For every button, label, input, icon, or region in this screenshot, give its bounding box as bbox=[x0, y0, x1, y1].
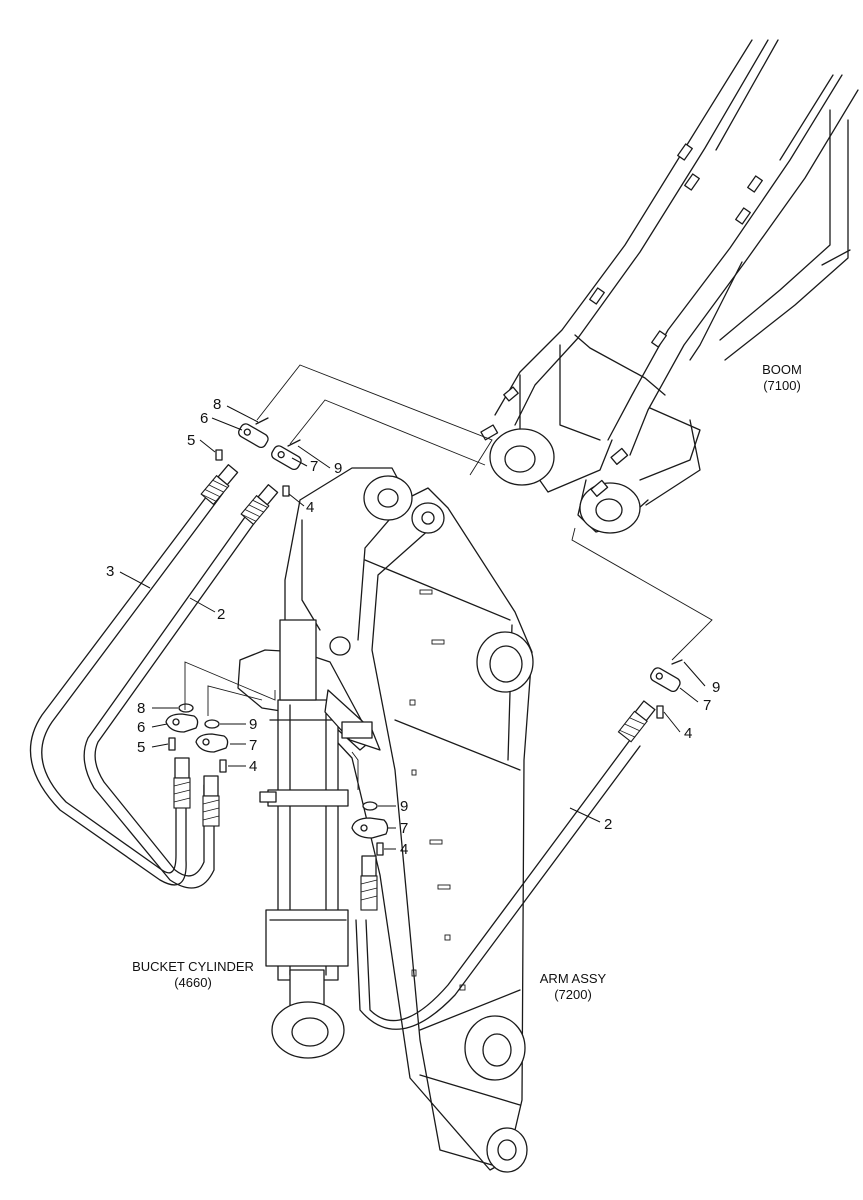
flange-clamp-7 bbox=[271, 445, 302, 471]
callout-9: 9 bbox=[712, 679, 720, 696]
fitting-arm-center bbox=[360, 855, 378, 911]
callout-6: 6 bbox=[200, 410, 208, 427]
oring-8 bbox=[255, 417, 269, 425]
callout-8: 8 bbox=[137, 700, 145, 717]
callouts-top-left: 8 6 5 7 9 4 bbox=[187, 396, 342, 516]
boom-pin-right bbox=[579, 482, 641, 534]
hose-2-right bbox=[355, 739, 641, 1030]
fitting-mid-a bbox=[173, 757, 191, 809]
boom-structure bbox=[480, 39, 859, 534]
oring-9 bbox=[362, 801, 378, 811]
callout-6: 6 bbox=[137, 719, 145, 736]
callout-4: 4 bbox=[249, 758, 257, 775]
callout-4: 4 bbox=[684, 725, 692, 742]
callout-7: 7 bbox=[400, 820, 408, 837]
fitting-right bbox=[617, 700, 656, 743]
mid-left-fittings bbox=[165, 703, 229, 773]
flange-clamp-7 bbox=[650, 667, 681, 693]
arm-top-boss bbox=[363, 475, 445, 534]
callout-5: 5 bbox=[187, 432, 195, 449]
callouts-mid-left: 8 6 5 9 7 4 bbox=[137, 700, 257, 775]
bucket-cylinder-name: BUCKET CYLINDER bbox=[132, 959, 254, 974]
callout-9: 9 bbox=[400, 798, 408, 815]
routing-lines bbox=[184, 364, 713, 790]
bolt-4 bbox=[219, 759, 227, 773]
label-arm-assy: ARM ASSY (7200) bbox=[540, 971, 607, 1002]
callout-9: 9 bbox=[334, 460, 342, 477]
oring-9 bbox=[204, 719, 220, 729]
callout-2-left: 2 bbox=[217, 606, 225, 623]
hose-2-left bbox=[83, 509, 261, 889]
fitting-top-a bbox=[200, 464, 239, 506]
boom-name: BOOM bbox=[762, 362, 802, 377]
arm-end-boss bbox=[464, 1015, 528, 1173]
callout-3: 3 bbox=[106, 563, 114, 580]
bolt-5 bbox=[168, 737, 176, 751]
arm-name: ARM ASSY bbox=[540, 971, 607, 986]
callout-2-right: 2 bbox=[604, 816, 612, 833]
flange-clamp-6 bbox=[165, 713, 199, 733]
fitting-mid-b bbox=[202, 775, 220, 827]
callout-4: 4 bbox=[306, 499, 314, 516]
callouts-hoses: 3 2 2 bbox=[106, 563, 612, 833]
flange-clamp-7 bbox=[195, 733, 229, 753]
oring-9 bbox=[671, 659, 683, 665]
flange-clamp-7 bbox=[351, 817, 389, 839]
flange-clamp-6 bbox=[238, 423, 269, 449]
bolt-4 bbox=[376, 842, 384, 856]
boom-code: (7100) bbox=[763, 378, 801, 393]
callout-7: 7 bbox=[703, 697, 711, 714]
oring-8 bbox=[178, 703, 194, 713]
arm-center-fittings bbox=[351, 801, 389, 856]
bolt-4 bbox=[282, 485, 290, 497]
label-boom: BOOM (7100) bbox=[762, 362, 802, 393]
hose-3 bbox=[29, 487, 224, 886]
arm-pin-boss bbox=[476, 631, 534, 693]
callout-7: 7 bbox=[249, 737, 257, 754]
callout-5: 5 bbox=[137, 739, 145, 756]
callout-7: 7 bbox=[310, 458, 318, 475]
boom-pin-left bbox=[489, 428, 555, 486]
bucket-cylinder bbox=[237, 619, 381, 1059]
arm-code: (7200) bbox=[554, 987, 592, 1002]
callout-4: 4 bbox=[400, 841, 408, 858]
callouts-arm-center: 9 7 4 bbox=[400, 798, 408, 858]
top-left-fittings bbox=[215, 417, 302, 497]
right-fittings bbox=[650, 659, 683, 719]
callout-leaders bbox=[119, 405, 706, 850]
callout-8: 8 bbox=[213, 396, 221, 413]
callouts-right: 9 7 4 bbox=[684, 679, 720, 742]
bolt-5 bbox=[215, 449, 223, 461]
fitting-top-b bbox=[240, 484, 279, 526]
bolt-4 bbox=[656, 705, 664, 719]
oring-9 bbox=[287, 439, 301, 447]
label-bucket-cylinder: BUCKET CYLINDER (4660) bbox=[132, 959, 254, 990]
bucket-cylinder-code: (4660) bbox=[174, 975, 212, 990]
callout-9: 9 bbox=[249, 716, 257, 733]
